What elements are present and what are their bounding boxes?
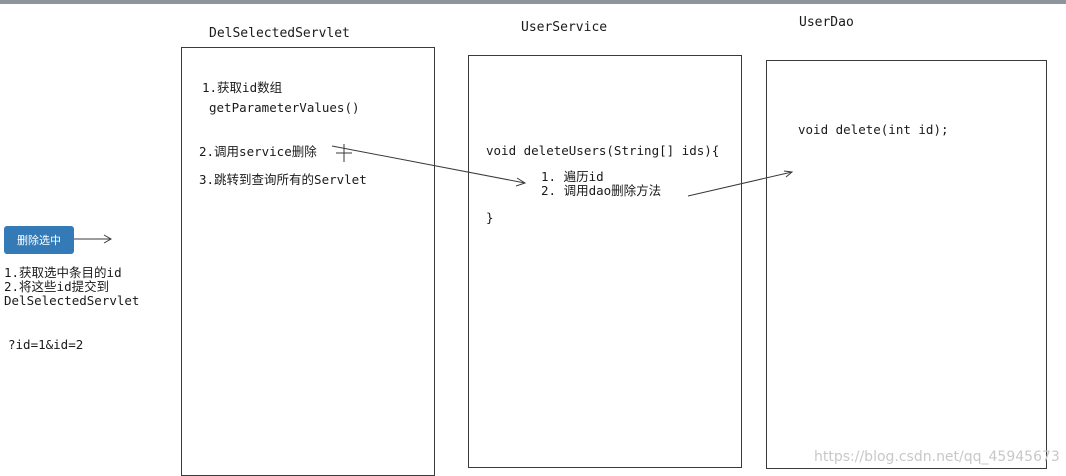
servlet-step1-code: getParameterValues() [209, 100, 360, 115]
servlet-step2: 2.调用service删除 [199, 144, 317, 159]
watermark: https://blog.csdn.net/qq_45945673 [814, 449, 1060, 465]
cursor-crosshair-icon [336, 144, 352, 162]
servlet-title: DelSelectedServlet [209, 26, 350, 41]
client-note1: 1.获取选中条目的id [4, 265, 122, 280]
window-top-border [0, 0, 1066, 4]
service-signature: void deleteUsers(String[] ids){ [486, 143, 720, 158]
client-note2: 2.将这些id提交到 [4, 279, 110, 294]
service-to-dao-arrow [687, 170, 794, 197]
button-arrow [74, 234, 113, 244]
service-item1: 1. 遍历id [541, 169, 604, 184]
service-title: UserService [521, 20, 608, 35]
service-item2: 2. 调用dao删除方法 [541, 183, 662, 198]
delete-selected-button[interactable]: 删除选中 [4, 226, 74, 254]
dao-method: void delete(int id); [798, 122, 949, 137]
dao-title: UserDao [799, 15, 854, 30]
client-query: ?id=1&id=2 [8, 337, 84, 352]
servlet-to-service-arrow [331, 145, 527, 187]
service-box [468, 55, 742, 468]
client-note3: DelSelectedServlet [4, 293, 140, 308]
servlet-step1: 1.获取id数组 [202, 80, 283, 95]
servlet-step3: 3.跳转到查询所有的Servlet [199, 172, 367, 187]
dao-box [766, 60, 1047, 469]
service-close-brace: } [486, 210, 494, 225]
